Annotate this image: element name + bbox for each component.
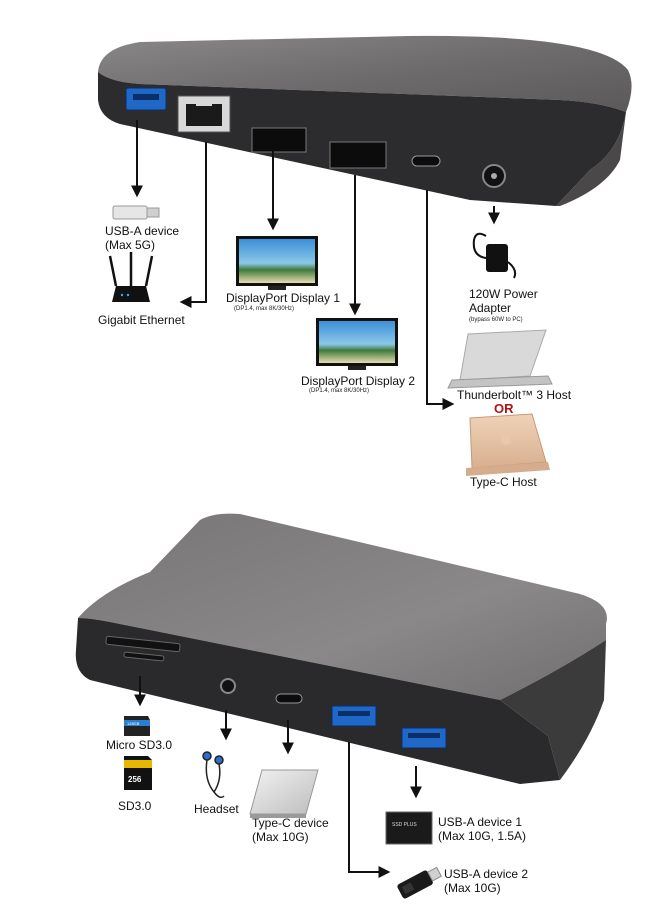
portable-ssd-icon xyxy=(249,769,319,818)
gigabit-ethernet-label: Gigabit Ethernet xyxy=(98,313,185,327)
router-icon xyxy=(108,252,154,302)
usb-a-device-1-label: USB-A device 1 xyxy=(438,815,523,829)
usb-a-device-1-speed: (Max 10G, 1.5A) xyxy=(438,829,527,843)
micro-sd-label: Micro SD3.0 xyxy=(106,738,173,752)
bottom-usb-c-port xyxy=(275,693,303,704)
or-label: OR xyxy=(494,401,514,416)
micro-sd-card-text: 128GB xyxy=(127,721,140,726)
monitor-2-icon xyxy=(316,318,398,370)
sd-card-icon: 256 xyxy=(124,756,152,790)
usb-a-device-speed: (Max 5G) xyxy=(105,238,156,252)
sd-card-slot xyxy=(105,635,181,653)
headset-jack xyxy=(220,678,236,694)
sd-card-text: 256 xyxy=(128,775,142,784)
usb-a-device-label: USB-A device xyxy=(105,224,180,238)
top-connector-lines xyxy=(131,120,500,410)
headset-label: Headset xyxy=(194,802,239,816)
bottom-dock xyxy=(75,513,607,784)
power-adapter-icon xyxy=(472,232,517,279)
usb-c-port xyxy=(411,155,441,167)
power-adapter-label-2: Adapter xyxy=(469,301,512,315)
sd-label: SD3.0 xyxy=(118,799,152,813)
typec-device-label: Type-C device xyxy=(252,816,329,830)
ssd-drive-text: SSD PLUS xyxy=(392,822,417,828)
displayport-1-label: DisplayPort Display 1 xyxy=(226,291,341,305)
top-dock-upper-surface xyxy=(98,35,632,112)
displayport-2-label: DisplayPort Display 2 xyxy=(301,374,416,388)
power-adapter-label: 120W Power xyxy=(469,287,538,301)
displayport-2-port xyxy=(329,141,387,169)
bottom-connector-lines xyxy=(134,676,422,878)
thunderbolt-host-label: Thunderbolt™ 3 Host xyxy=(457,388,572,402)
ssd-drive-icon: SSD PLUS xyxy=(385,811,433,845)
usb-a-device-2-label: USB-A device 2 xyxy=(444,867,529,881)
typec-host-label: Type-C Host xyxy=(470,475,537,489)
usb-a-device-2-speed: (Max 10G) xyxy=(444,881,501,895)
displayport-1-port xyxy=(251,127,307,153)
power-adapter-note: (bypass 60W to PC) xyxy=(469,317,523,323)
micro-sd-card-icon: 128GB xyxy=(124,716,150,736)
usb-stick-icon xyxy=(397,866,442,899)
monitor-1-icon xyxy=(236,236,318,290)
typec-device-speed: (Max 10G) xyxy=(252,830,309,844)
laptop-icon xyxy=(447,329,553,389)
macbook-icon xyxy=(466,413,550,476)
bottom-dock-upper-surface xyxy=(78,513,607,700)
headset-icon xyxy=(202,751,225,799)
top-dock xyxy=(98,35,632,206)
displayport-2-note: (DP1.4, max 8K/30Hz) xyxy=(309,388,370,394)
displayport-1-note: (DP1.4, max 8K/30Hz) xyxy=(234,306,295,312)
usb-flash-drive-icon xyxy=(112,205,160,220)
